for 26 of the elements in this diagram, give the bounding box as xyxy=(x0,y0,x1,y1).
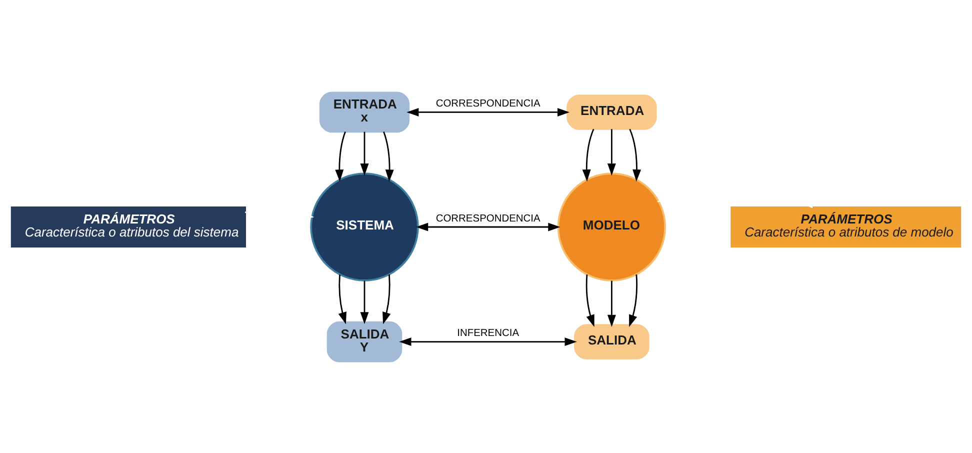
arrow xyxy=(586,274,594,326)
arrow xyxy=(629,128,642,182)
node-box: SALIDA xyxy=(574,324,650,359)
edge-label: INFERENCIA xyxy=(457,328,520,339)
node-box: ENTRADA xyxy=(566,94,657,130)
node-circle: MODELO xyxy=(557,172,666,281)
arrow xyxy=(607,280,616,327)
arrow xyxy=(360,131,369,176)
node-box: SALIDA Y xyxy=(326,320,402,362)
arrow xyxy=(406,108,570,116)
edge-label: CORRESPONDENCIA xyxy=(436,212,540,224)
arrow xyxy=(383,131,394,182)
arrow xyxy=(416,222,560,231)
arrow xyxy=(629,274,638,326)
arrow xyxy=(582,128,594,182)
arrow xyxy=(335,131,346,182)
edge-label: CORRESPONDENCIA xyxy=(436,98,540,109)
arrow xyxy=(382,274,391,324)
arrow xyxy=(338,274,346,324)
arrow xyxy=(399,337,577,346)
node-box: PARÁMETROS Característica o atributos del sistema xyxy=(10,206,246,247)
node-box: PARÁMETROS Característica o atributos de modelo xyxy=(730,206,962,247)
arrow xyxy=(360,280,369,324)
node-box: ENTRADA x xyxy=(319,91,410,132)
arrow xyxy=(607,128,616,176)
node-circle: SISTEMA xyxy=(310,172,419,281)
